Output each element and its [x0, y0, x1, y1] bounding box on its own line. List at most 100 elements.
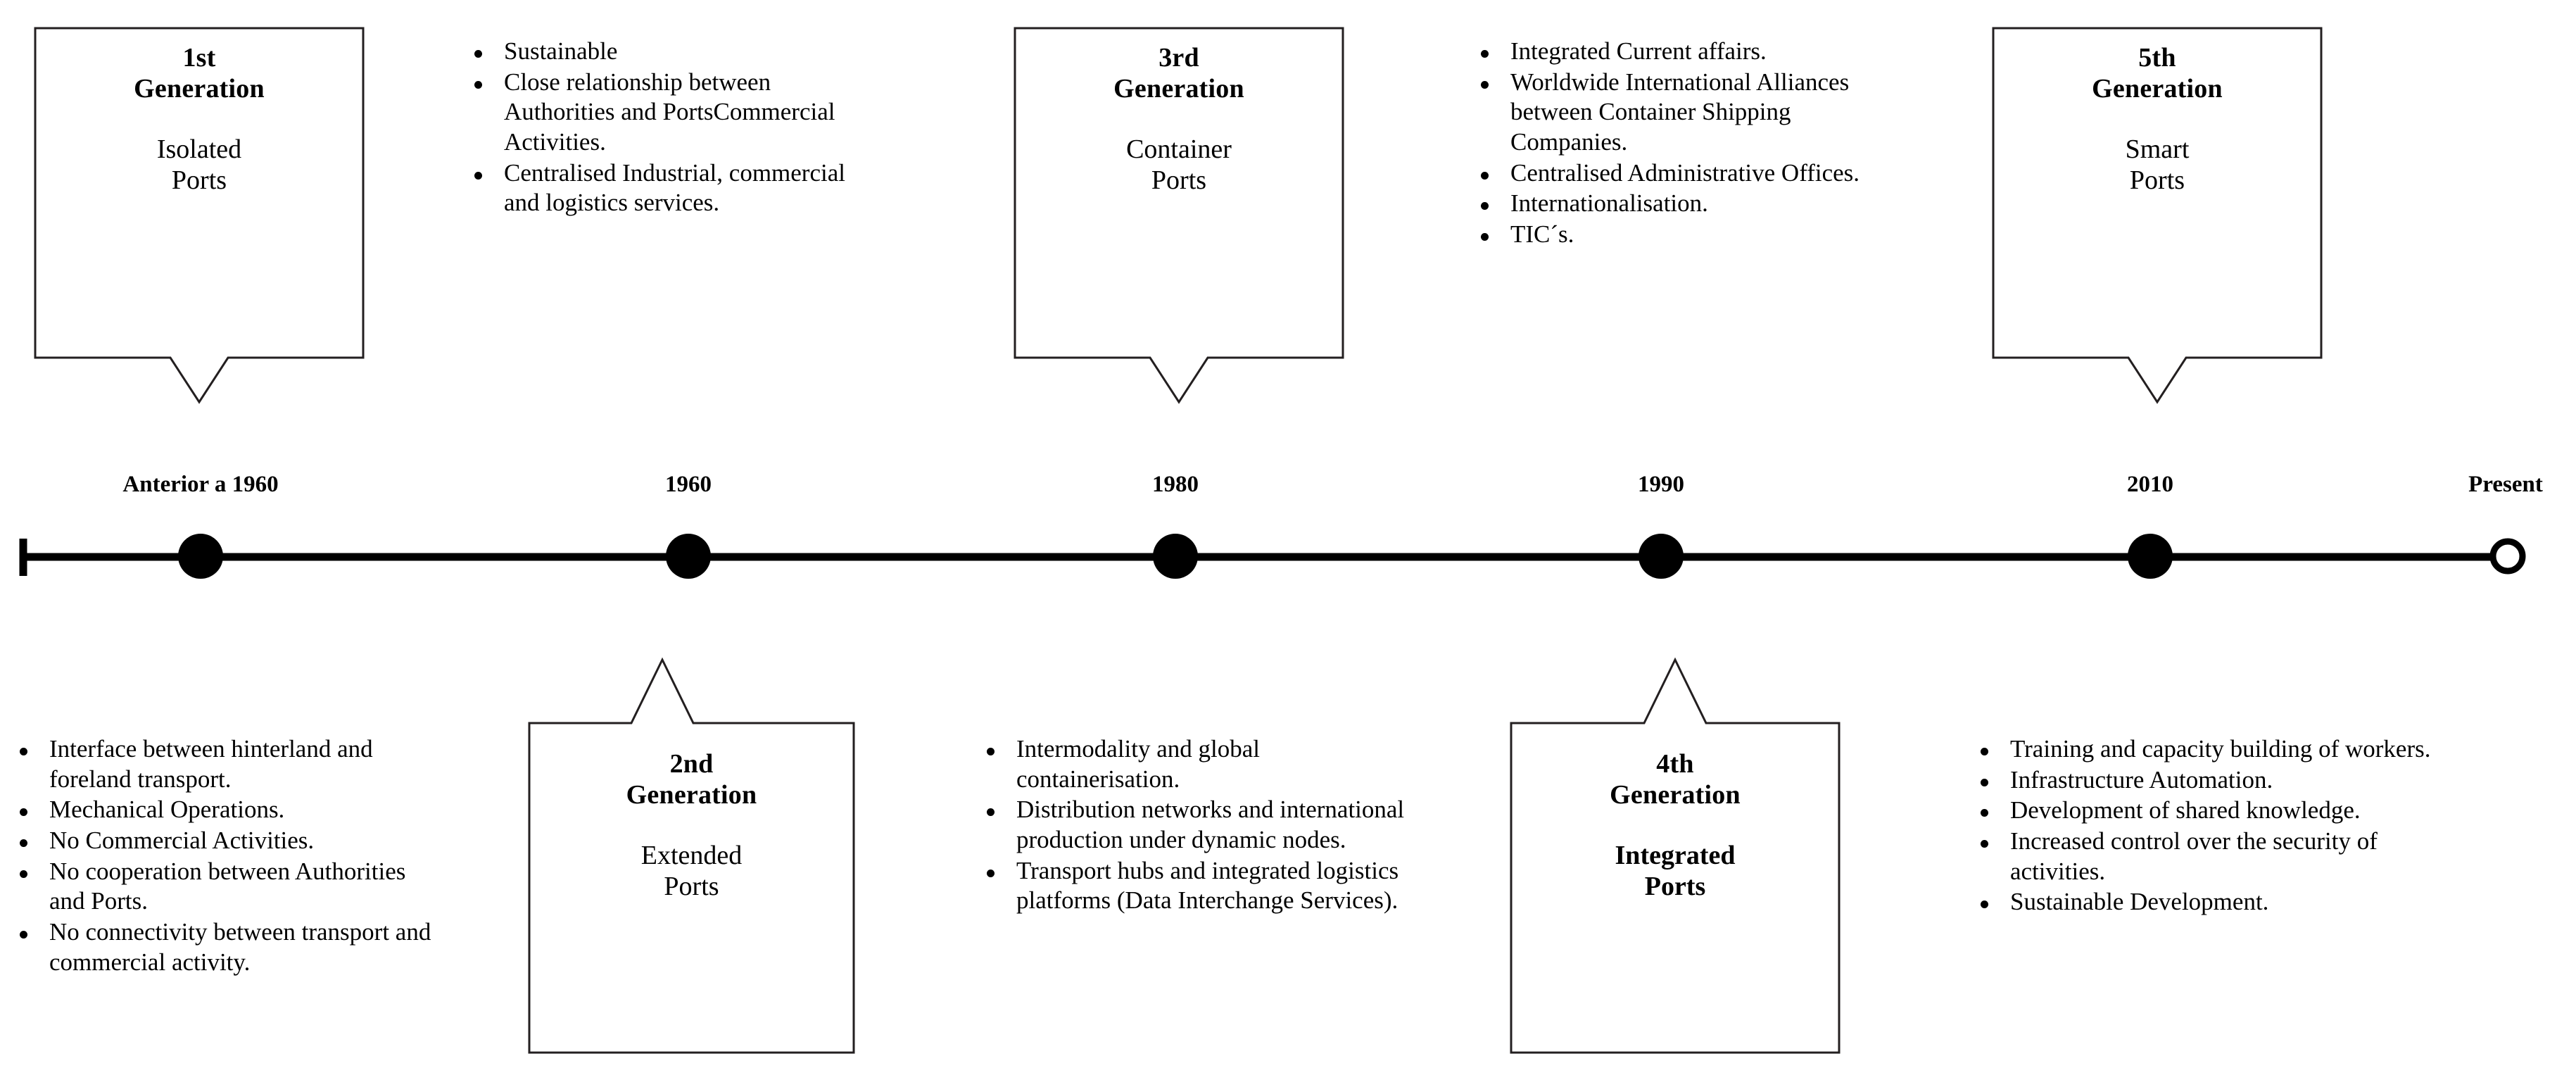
list-item-text: Mechanical Operations. [49, 796, 285, 824]
generation-title-line1: 1st [182, 43, 216, 73]
bullet-dot-icon [20, 870, 27, 878]
list-item: Close relationship between Authorities a… [465, 68, 859, 158]
generation-title-line2: Generation [626, 780, 757, 810]
generation-title-line1: 4th [1656, 749, 1694, 779]
list-item-text: Interface between hinterland and forelan… [49, 735, 373, 793]
date-label-anterior-1960: Anterior a 1960 [122, 472, 279, 497]
generation-title-line2: Generation [1113, 74, 1244, 104]
date-label-1990: 1990 [1638, 472, 1684, 497]
feature-list-gen2: Sustainable Close relationship between A… [465, 37, 859, 219]
list-item: Development of shared knowledge. [1971, 796, 2449, 826]
list-item: Centralised Administrative Offices. [1471, 158, 1893, 189]
list-item: No cooperation between Authorities and P… [10, 857, 446, 917]
list-item: Integrated Current affairs. [1471, 37, 1893, 67]
list-item: Worldwide International Alliances betwee… [1471, 68, 1893, 158]
list-item: Distribution networks and international … [977, 795, 1406, 855]
callout-shape-up [1510, 657, 1841, 1054]
generation-subtitle-line1: Isolated [156, 134, 242, 164]
list-item: Sustainable [465, 37, 859, 67]
list-item-text: Distribution networks and international … [1016, 796, 1405, 854]
feature-list: Interface between hinterland and forelan… [10, 734, 446, 978]
bullet-dot-icon [1981, 839, 1988, 848]
list-item-text: No cooperation between Authorities and P… [49, 857, 406, 915]
generation-box-4[interactable]: 4th Generation Integrated Ports [1510, 657, 1841, 1054]
bullet-dot-icon [474, 171, 482, 180]
milestone-dot-3 [1153, 534, 1198, 579]
bullet-dot-icon [474, 49, 482, 58]
bullet-dot-icon [474, 80, 482, 89]
bullet-dot-icon [987, 808, 995, 817]
list-item: Interface between hinterland and forelan… [10, 734, 446, 794]
list-item: No connectivity between transport and co… [10, 917, 446, 977]
list-item-text: Intermodality and global containerisatio… [1016, 735, 1261, 793]
bullet-dot-icon [20, 747, 27, 755]
generation-box-1[interactable]: 1st Generation Isolated Ports [34, 27, 365, 404]
list-item-text: Increased control over the security of a… [2010, 827, 2378, 885]
list-item-text: Integrated Current affairs. [1510, 37, 1767, 65]
list-item-text: Development of shared knowledge. [2010, 796, 2361, 824]
feature-list-gen1: Interface between hinterland and forelan… [10, 734, 446, 979]
generation-title-line1: 3rd [1158, 43, 1199, 73]
generation-box-3[interactable]: 3rd Generation Container Ports [1014, 27, 1344, 404]
list-item: Transport hubs and integrated logistics … [977, 856, 1406, 916]
date-label-2010: 2010 [2127, 472, 2173, 497]
feature-list-gen4: Integrated Current affairs. Worldwide In… [1471, 37, 1893, 251]
generation-box-5[interactable]: 5th Generation Smart Ports [1992, 27, 2323, 404]
list-item: Centralised Industrial, commercial and l… [465, 158, 859, 218]
bullet-dot-icon [1481, 202, 1489, 211]
generation-subtitle-line1: Smart [2125, 134, 2190, 164]
bullet-dot-icon [1481, 171, 1489, 180]
callout-shape-down [1014, 27, 1344, 404]
list-item: Infrastructure Automation. [1971, 765, 2449, 796]
list-item: Training and capacity building of worker… [1971, 734, 2449, 765]
generation-title-line2: Generation [1610, 780, 1741, 810]
list-item-text: Close relationship between Authorities a… [504, 68, 835, 156]
list-item-text: Training and capacity building of worker… [2010, 735, 2431, 763]
callout-shape-down [1992, 27, 2323, 404]
bullet-dot-icon [1981, 778, 1988, 786]
list-item-text: TIC´s. [1510, 220, 1574, 249]
list-item: Internationalisation. [1471, 189, 1893, 219]
bullet-dot-icon [1981, 901, 1988, 909]
bullet-dot-icon [1981, 747, 1988, 755]
generation-title-line1: 5th [2138, 43, 2176, 73]
bullet-dot-icon [987, 869, 995, 877]
date-label-1960: 1960 [665, 472, 712, 497]
list-item-text: Transport hubs and integrated logistics … [1016, 856, 1399, 915]
milestone-dot-4 [1639, 534, 1684, 579]
bullet-dot-icon [1981, 809, 1988, 817]
generation-subtitle-line2: Ports [1151, 165, 1207, 196]
callout-shape-down [34, 27, 365, 404]
milestone-dot-present [2489, 538, 2526, 575]
list-item-text: Centralised Industrial, commercial and l… [504, 158, 845, 217]
generation-subtitle-line1: Integrated [1615, 841, 1736, 870]
bullet-dot-icon [20, 931, 27, 939]
list-item: Intermodality and global containerisatio… [977, 734, 1406, 794]
list-item-text: Worldwide International Alliances betwee… [1510, 68, 1850, 156]
list-item: No Commercial Activities. [10, 826, 446, 856]
generation-box-2[interactable]: 2nd Generation Extended Ports [528, 657, 855, 1054]
list-item-text: Internationalisation. [1510, 189, 1708, 218]
list-item-text: No connectivity between transport and co… [49, 918, 431, 976]
feature-list: Sustainable Close relationship between A… [465, 37, 859, 218]
feature-list: Intermodality and global containerisatio… [977, 734, 1406, 916]
list-item: TIC´s. [1471, 220, 1893, 250]
bullet-dot-icon [20, 839, 27, 847]
generation-subtitle-line2: Ports [664, 872, 719, 902]
generation-title-line1: 2nd [669, 749, 714, 779]
list-item-text: No Commercial Activities. [49, 827, 315, 855]
generation-subtitle-line1: Extended [640, 841, 743, 870]
list-item: Sustainable Development. [1971, 887, 2449, 917]
bullet-dot-icon [987, 747, 995, 755]
milestone-dot-5 [2128, 534, 2173, 579]
generation-subtitle-line1: Container [1126, 134, 1232, 164]
bullet-dot-icon [20, 808, 27, 817]
feature-list: Integrated Current affairs. Worldwide In… [1471, 37, 1893, 250]
list-item-text: Sustainable Development. [2010, 888, 2269, 916]
generation-title-line2: Generation [134, 74, 265, 104]
generation-title-line2: Generation [2092, 74, 2223, 104]
bullet-dot-icon [1481, 233, 1489, 241]
list-item: Mechanical Operations. [10, 795, 446, 825]
bullet-dot-icon [1481, 49, 1489, 58]
